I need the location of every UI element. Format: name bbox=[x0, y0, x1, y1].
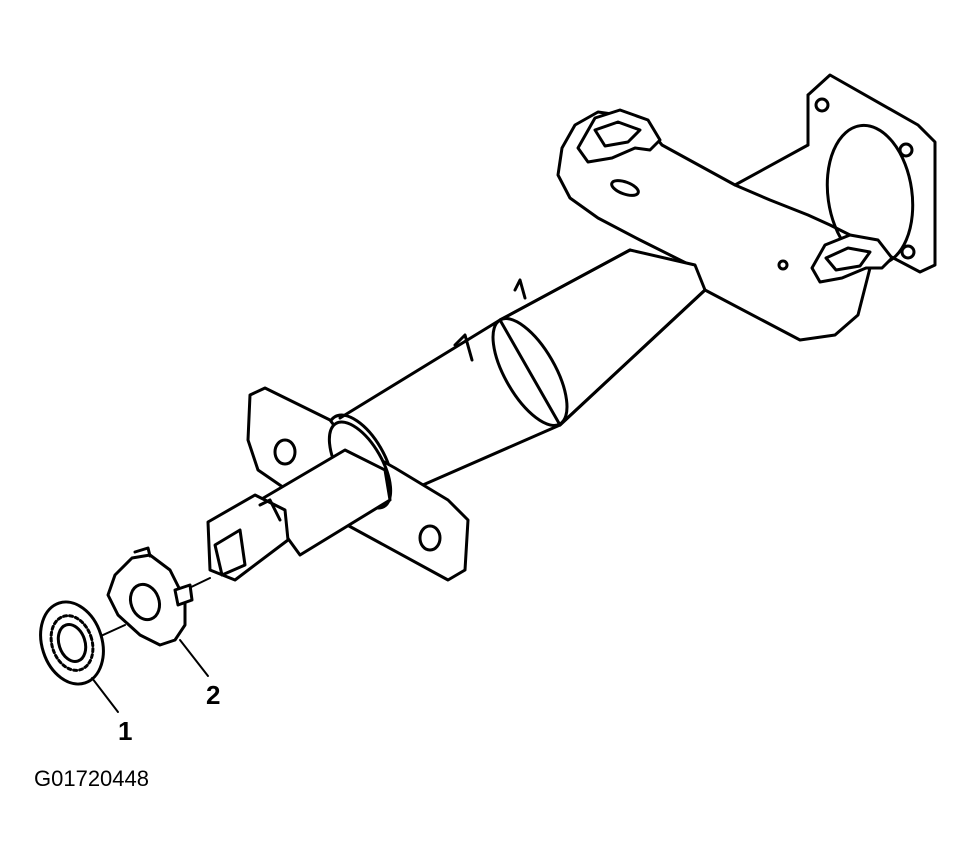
callout-2-label: 2 bbox=[206, 680, 221, 710]
column-tube bbox=[325, 248, 707, 507]
figure-id-label: G01720448 bbox=[34, 766, 149, 791]
right-mounting-stud bbox=[810, 233, 894, 284]
callout-2-leader bbox=[179, 639, 209, 677]
part-2-retaining-plate bbox=[106, 546, 194, 647]
left-mounting-stud bbox=[576, 108, 662, 164]
callout-1-label: 1 bbox=[118, 716, 133, 746]
steering-shaft bbox=[206, 448, 392, 582]
part-1-washer bbox=[39, 600, 105, 686]
callout-1-leader bbox=[91, 677, 119, 713]
